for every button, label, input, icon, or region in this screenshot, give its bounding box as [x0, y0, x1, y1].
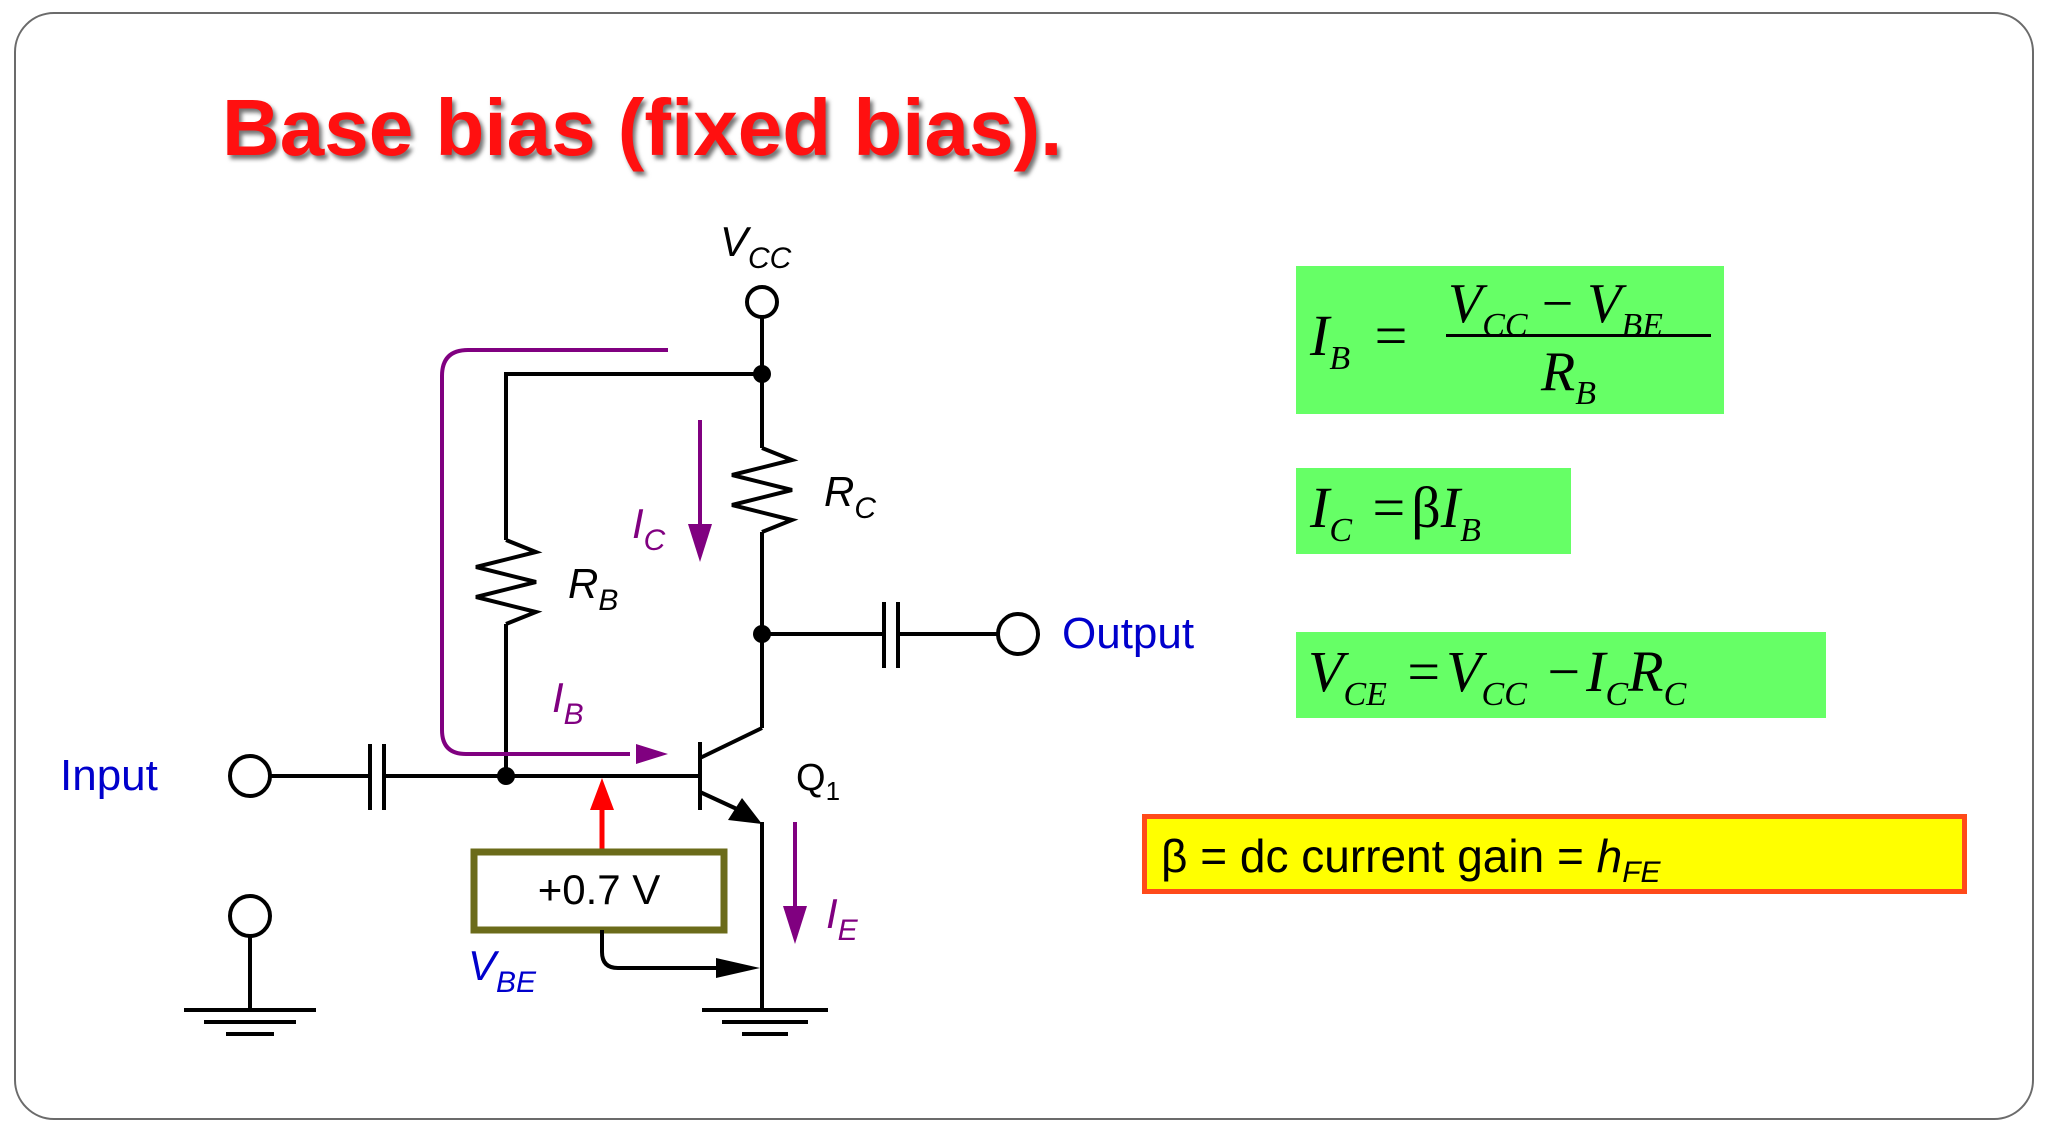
- ib-current-path: [440, 348, 668, 756]
- rc-resistor: [731, 446, 799, 534]
- transistor-collector-leg: [699, 726, 763, 760]
- ib-label: IB: [552, 674, 584, 731]
- eq1-fraction-bar: [1446, 334, 1711, 337]
- eq2-content: IC =βIB: [1310, 475, 1481, 549]
- vcc-terminal: [745, 285, 779, 319]
- ie-label: IE: [826, 890, 859, 947]
- output-label: Output: [1062, 609, 1194, 658]
- equation-ic: IC =βIB: [1296, 468, 1571, 554]
- emitter-arrow-icon: [728, 798, 762, 824]
- note-h: h: [1596, 830, 1623, 882]
- vbe-bracket-arrow-icon: [716, 958, 760, 978]
- eq3-content: VCE =VCC −ICRC: [1308, 639, 1687, 713]
- q1-label: Q1: [796, 757, 840, 806]
- input-terminal: [228, 754, 272, 798]
- vbe-arrow-icon: [590, 778, 614, 810]
- base-node: [497, 767, 515, 785]
- vbe-box-text: +0.7 V: [538, 866, 661, 913]
- rb-top-wire: [504, 372, 762, 540]
- eq1-lhs: IB =: [1310, 303, 1408, 377]
- vbe-label: VBE: [468, 942, 537, 999]
- beta-definition-note: β = dc current gain = hFE: [1142, 814, 1967, 894]
- vcc-label: VCC: [720, 218, 792, 275]
- slide-title: Base bias (fixed bias).: [222, 83, 1063, 172]
- rb-resistor: [475, 538, 543, 626]
- slide-frame: [14, 12, 2034, 1120]
- output-terminal: [996, 612, 1040, 656]
- input-ground-terminal: [228, 894, 272, 938]
- eq1-numerator: VCC − VBE: [1448, 273, 1663, 344]
- vbe-box: [470, 848, 728, 934]
- note-prefix: β = dc current gain =: [1161, 830, 1597, 882]
- ib-arrow-icon: [636, 744, 668, 764]
- rb-label: RB: [568, 560, 618, 617]
- equation-vce: VCE =VCC −ICRC: [1296, 632, 1826, 718]
- rc-label: RC: [824, 468, 876, 525]
- ic-label: IC: [632, 500, 666, 557]
- vbe-bracket-wire: [600, 930, 724, 970]
- ie-arrow-icon: [783, 906, 807, 944]
- equation-ib: IB = VCC − VBE RB: [1296, 266, 1724, 414]
- ic-arrow-icon: [688, 524, 712, 562]
- eq1-denominator: RB: [1541, 341, 1596, 412]
- input-label: Input: [60, 751, 158, 800]
- note-h-sub: FE: [1622, 856, 1661, 889]
